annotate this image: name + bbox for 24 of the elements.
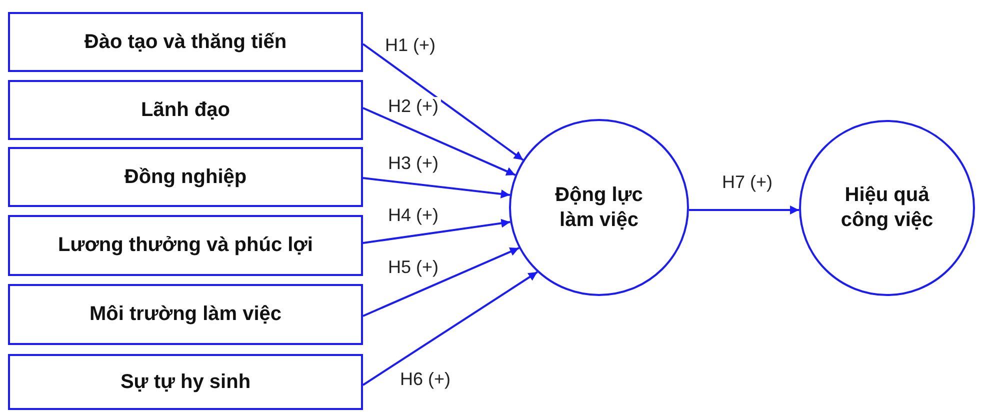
node-label: Động lực làm việc xyxy=(554,182,644,232)
node-label: Lương thưởng và phúc lợi xyxy=(58,233,313,258)
factor-box xyxy=(8,284,363,345)
node-label: Hiệu quả công việc xyxy=(840,183,934,233)
factor-box xyxy=(8,354,363,410)
factor-box xyxy=(8,147,363,207)
edge-label: H2 (+) xyxy=(386,97,441,117)
arrow xyxy=(362,271,538,386)
node-label: Đào tạo và thăng tiến xyxy=(84,30,287,54)
node-label: Lãnh đạo xyxy=(141,98,230,122)
arrow xyxy=(362,107,516,176)
arrow xyxy=(362,218,510,244)
factor-box xyxy=(8,215,363,276)
arrow xyxy=(688,206,800,214)
node-label: Môi trường làm việc xyxy=(89,302,282,327)
construct-ellipse xyxy=(509,119,689,296)
arrow xyxy=(362,43,524,161)
node-label: Đồng nghiệp xyxy=(124,164,247,190)
factor-box xyxy=(8,80,363,140)
arrow xyxy=(362,247,520,317)
construct-ellipse xyxy=(799,120,975,296)
node-label: Sự tự hy sinh xyxy=(120,370,251,394)
arrow xyxy=(362,177,510,198)
factor-box xyxy=(8,12,363,72)
